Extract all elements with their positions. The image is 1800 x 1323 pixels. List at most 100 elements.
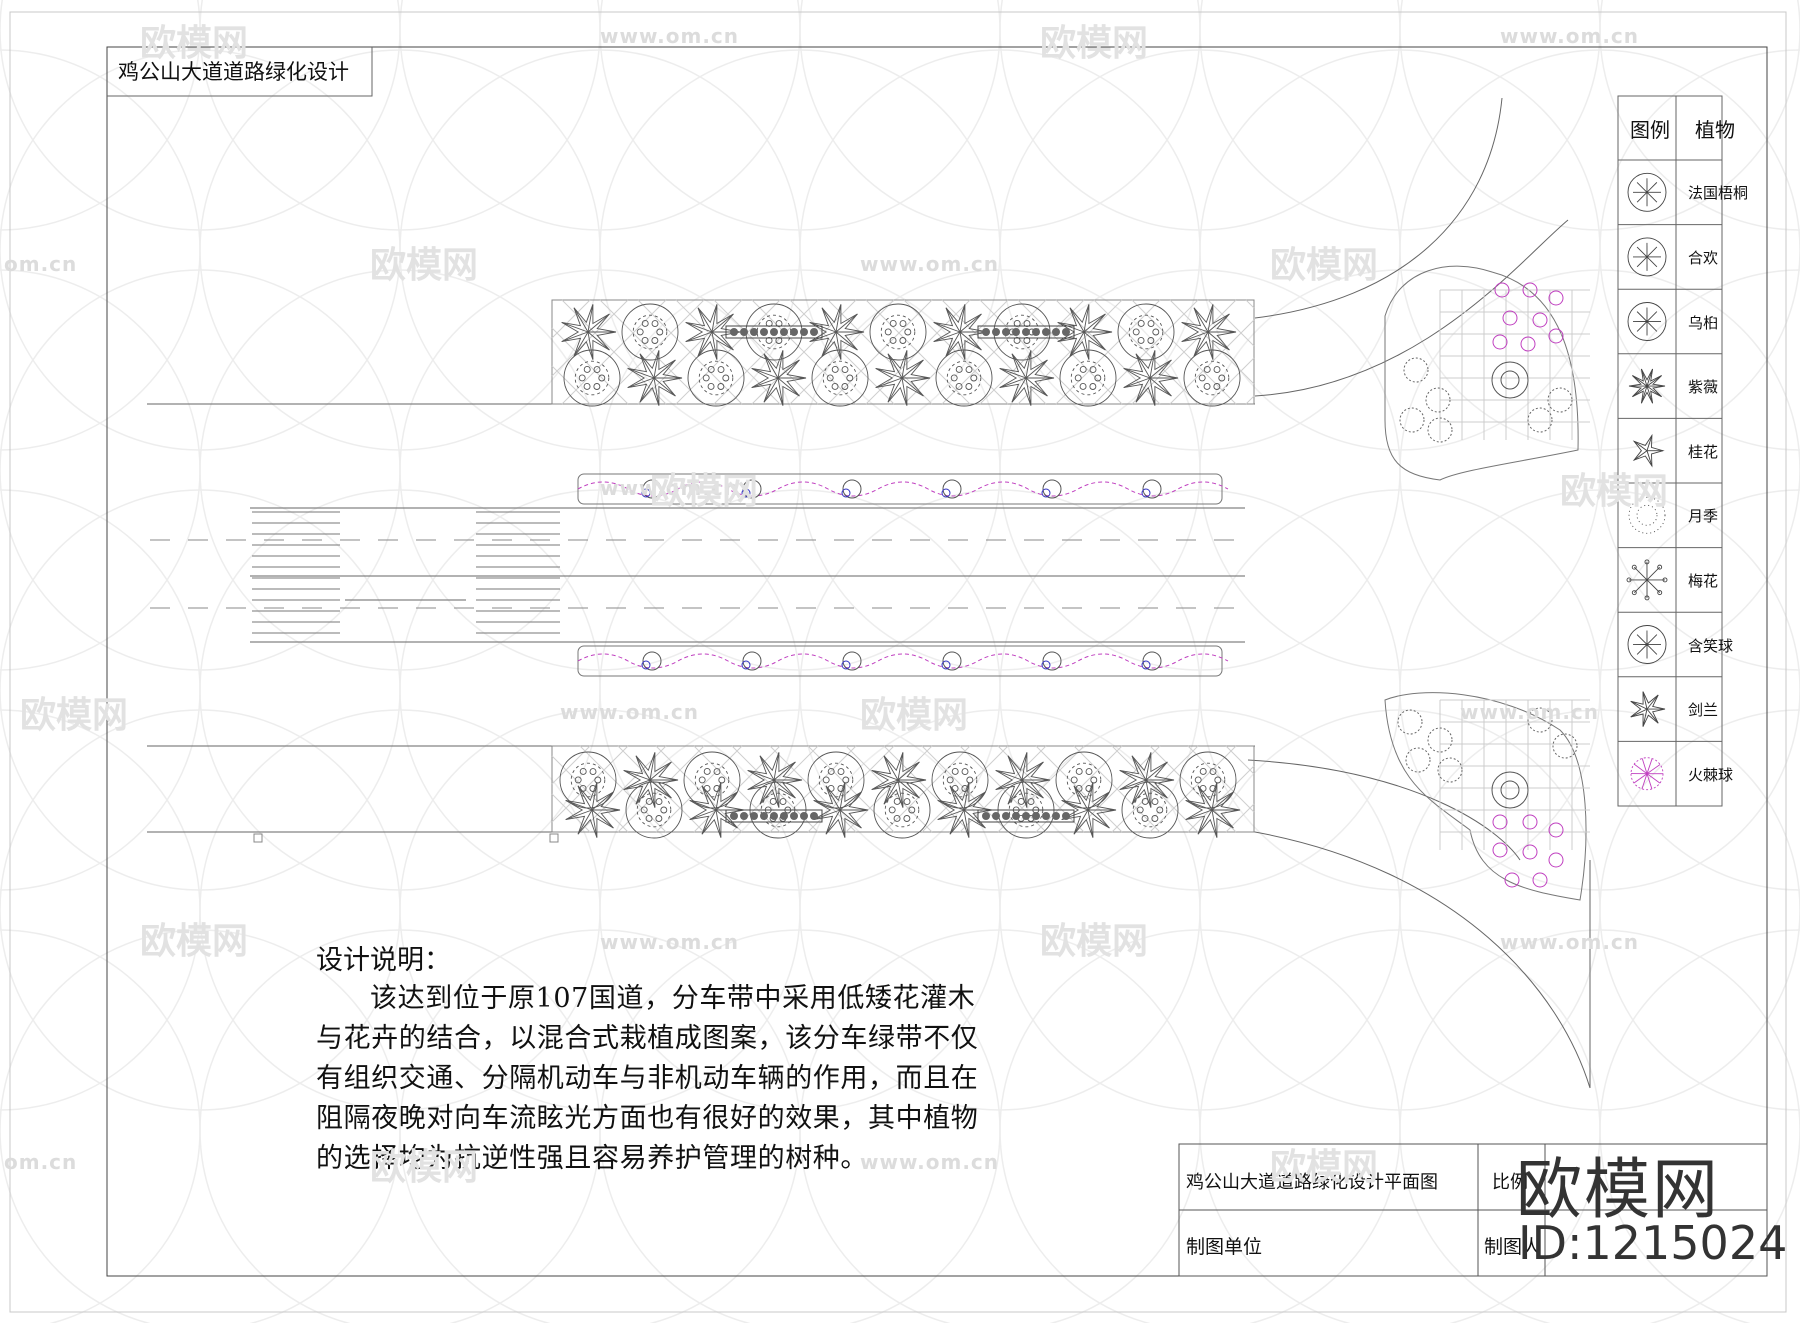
firethorn-ball xyxy=(1492,842,1508,858)
tree-branch xyxy=(821,307,837,333)
tree-branch xyxy=(901,377,924,397)
tree-branch xyxy=(635,779,651,805)
tree-branch xyxy=(1083,331,1106,351)
tree-branch xyxy=(1207,313,1230,333)
median-strip-south xyxy=(577,645,1223,677)
tree-leaf xyxy=(717,383,725,390)
tree-branch xyxy=(1633,450,1648,461)
tree-leaf xyxy=(1151,798,1159,806)
paving-line xyxy=(1035,745,1123,833)
watermark-circle xyxy=(1599,929,1800,1323)
tree-branch xyxy=(839,782,846,811)
hedge-shrub xyxy=(770,328,778,336)
hedge-shrub xyxy=(810,328,818,336)
tree-branch xyxy=(887,377,903,403)
tree-leaf xyxy=(722,374,730,382)
tree-branch xyxy=(809,322,837,333)
tree-symbols xyxy=(559,303,1241,839)
hedge-shrub xyxy=(730,812,738,820)
tree-branch xyxy=(763,353,779,379)
icon-stroke xyxy=(1646,764,1661,775)
tree-branch xyxy=(1193,331,1209,357)
watermark-logo: 欧模网 xyxy=(1270,1147,1379,1188)
tree-leaf xyxy=(574,776,582,784)
tree-branch xyxy=(901,350,908,379)
tree-leaf xyxy=(899,320,907,328)
shrub-cluster xyxy=(1427,727,1453,753)
paving-line xyxy=(827,299,933,405)
title-block-unit: 制图单位 xyxy=(1186,1236,1263,1258)
hedge-shrub xyxy=(780,812,788,820)
tree-canopy xyxy=(813,782,869,838)
paving-line xyxy=(1245,395,1255,405)
tree-branch xyxy=(894,661,902,669)
tree-branch xyxy=(1202,661,1210,669)
tree-branch xyxy=(689,800,717,811)
firethorn-ball xyxy=(1548,852,1564,868)
tallow-tree-icon xyxy=(1627,302,1667,341)
tree-leaf xyxy=(1023,320,1031,328)
watermark-circle xyxy=(0,709,201,1111)
tree-leaf xyxy=(655,798,663,806)
shrub-cluster xyxy=(642,479,662,499)
tree-branch xyxy=(623,770,651,781)
shrub-cluster xyxy=(1527,407,1553,433)
icon-stroke xyxy=(1646,644,1658,655)
paving-line xyxy=(903,299,1009,405)
flower-dot xyxy=(1141,660,1151,670)
firethorn-ball xyxy=(1548,822,1564,838)
hedge-shrub xyxy=(1022,328,1030,336)
tree-leaf xyxy=(1194,776,1202,784)
tree-branch xyxy=(902,489,910,497)
watermark-logo: 欧模网 xyxy=(20,695,129,736)
tree-branch xyxy=(1021,761,1044,781)
shrub-cluster xyxy=(1425,387,1451,413)
plaza-fountain-inner xyxy=(1500,370,1520,390)
tree-branch xyxy=(711,304,718,333)
tree-branch xyxy=(1119,779,1147,790)
tree-branch xyxy=(747,770,775,781)
tree-leaf xyxy=(779,798,787,806)
paving-line xyxy=(1225,745,1255,775)
tree-canopy xyxy=(563,349,621,407)
tree-canopy xyxy=(1630,691,1666,727)
tree-branch xyxy=(883,779,899,805)
tree-leaf xyxy=(707,383,715,390)
tree-branch xyxy=(1061,800,1089,811)
tree-canopy xyxy=(1123,350,1179,406)
shrub-cluster xyxy=(842,479,862,499)
tree-branch xyxy=(773,779,780,808)
flower-dot xyxy=(1041,660,1051,670)
tree-canopy xyxy=(1055,751,1113,809)
tree-branch xyxy=(649,779,656,808)
tree-branch xyxy=(1087,809,1094,838)
tree-canopy-inner xyxy=(1190,762,1226,798)
firethorn-ball xyxy=(1548,328,1564,344)
tree-branch xyxy=(999,377,1027,388)
tree-leaf xyxy=(1094,374,1102,382)
tree-leaf xyxy=(1141,815,1149,822)
tree-branch xyxy=(1632,385,1648,398)
icon-stroke xyxy=(1636,182,1648,193)
paving-line xyxy=(845,745,933,833)
tree-leaf xyxy=(1218,374,1226,382)
shrub-cluster xyxy=(1403,357,1429,383)
hedge-shrub xyxy=(1062,812,1070,820)
tree-leaf xyxy=(656,328,664,336)
watermark-circle xyxy=(1399,49,1800,451)
tree-branch xyxy=(959,304,966,333)
flower-dot xyxy=(841,660,851,670)
tree-canopy-inner xyxy=(1066,762,1102,798)
tree-branch xyxy=(751,368,779,379)
hedge-shrub xyxy=(800,812,808,820)
tree-leaf xyxy=(579,768,587,775)
hedge-shrub xyxy=(982,328,990,336)
shrub-cluster xyxy=(1405,747,1431,773)
tree-canopy xyxy=(625,781,683,839)
tree-branch xyxy=(1145,752,1152,781)
watermark-logo: 欧模网 xyxy=(370,245,479,286)
tree-branch xyxy=(777,359,800,379)
icon-stroke xyxy=(1633,773,1648,784)
design-note-line: 与花卉的结合，以混合式栽植成图案，该分车绿带不仅 xyxy=(316,1023,979,1054)
tree-branch xyxy=(959,331,982,351)
